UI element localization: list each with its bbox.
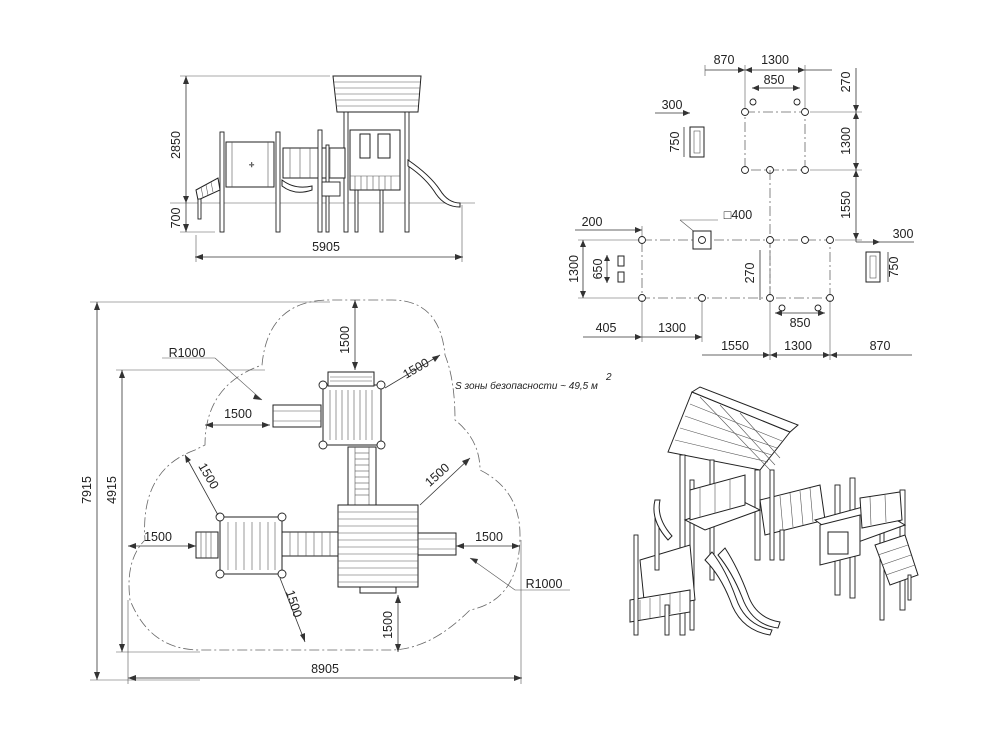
safety-height-4915: 4915 bbox=[105, 476, 119, 504]
elevation-height-platform: 700 bbox=[169, 208, 183, 229]
safety-zone-plan: 7915 4915 8905 bbox=[80, 299, 612, 684]
safety-1500-bottomdiag: 1500 bbox=[283, 588, 305, 619]
fp-bottom-1550: 1550 bbox=[721, 339, 749, 353]
fp-left-200: 200 bbox=[582, 215, 603, 229]
fp-left-1300: 1300 bbox=[567, 255, 581, 283]
safety-1500-bottom: 1500 bbox=[381, 611, 395, 639]
safety-1500-leftdiag: 1500 bbox=[195, 460, 221, 491]
fp-right-270-top: 270 bbox=[839, 72, 853, 93]
svg-text:+: + bbox=[249, 160, 254, 170]
safety-1500-rightdiag: 1500 bbox=[422, 460, 452, 489]
fp-right-1550: 1550 bbox=[839, 191, 853, 219]
fp-bottom-870: 870 bbox=[870, 339, 891, 353]
fp-bottom-850: 850 bbox=[790, 316, 811, 330]
safety-width-8905: 8905 bbox=[311, 662, 339, 676]
fp-right-750: 750 bbox=[887, 257, 901, 278]
fp-square-400: □400 bbox=[724, 208, 752, 222]
safety-1500-top: 1500 bbox=[338, 326, 352, 354]
safety-zone-area-note: S зоны безопасности ~ 49,5 м bbox=[455, 380, 598, 392]
fp-bottom-405: 405 bbox=[596, 321, 617, 335]
elevation-view: 2850 700 5905 bbox=[169, 75, 475, 262]
safety-1500-right: 1500 bbox=[475, 530, 503, 544]
fp-right-1300: 1300 bbox=[839, 127, 853, 155]
safety-r1000-top: R1000 bbox=[169, 346, 206, 360]
fp-bottom-1300-a: 1300 bbox=[658, 321, 686, 335]
elevation-height-total: 2850 bbox=[169, 131, 183, 159]
safety-height-7915: 7915 bbox=[80, 476, 94, 504]
elevation-width-total: 5905 bbox=[312, 240, 340, 254]
foundation-plan: 870 1300 850 270 1300 1550 300 bbox=[567, 53, 914, 360]
fp-middle-270: 270 bbox=[743, 263, 757, 284]
fp-bottom-1300-b: 1300 bbox=[784, 339, 812, 353]
fp-right-300: 300 bbox=[893, 227, 914, 241]
fp-top-1300: 1300 bbox=[761, 53, 789, 67]
fp-top-850: 850 bbox=[764, 73, 785, 87]
safety-r1000-bottom: R1000 bbox=[526, 577, 563, 591]
isometric-view bbox=[629, 386, 919, 636]
fp-top-870: 870 bbox=[714, 53, 735, 67]
fp-left-300: 300 bbox=[662, 98, 683, 112]
safety-zone-area-exponent: 2 bbox=[605, 372, 612, 383]
fp-left-750: 750 bbox=[668, 132, 682, 153]
safety-1500-topright: 1500 bbox=[400, 355, 431, 381]
safety-1500-left: 1500 bbox=[144, 530, 172, 544]
fp-left-650: 650 bbox=[591, 259, 605, 280]
safety-1500-topleft: 1500 bbox=[224, 407, 252, 421]
